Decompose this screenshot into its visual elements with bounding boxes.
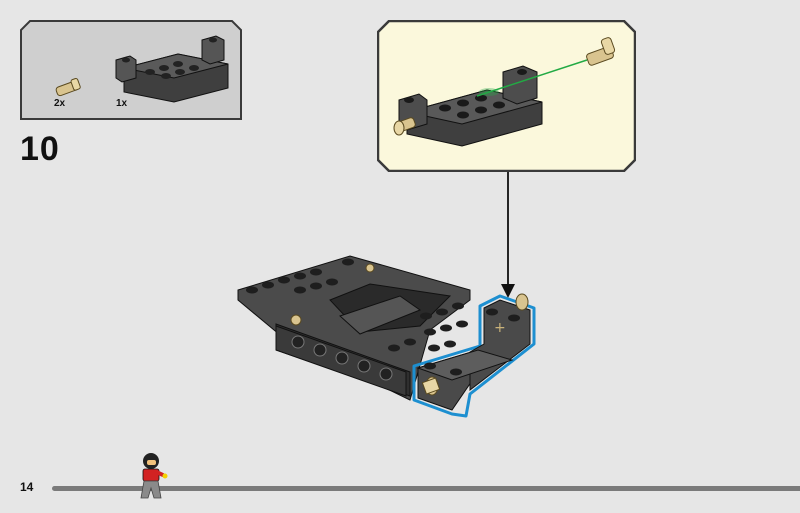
- bracket-brick-quantity: 1x: [116, 98, 128, 109]
- callout-panel: [377, 20, 636, 172]
- bracket-brick-part-icon: [115, 35, 229, 103]
- axle-pin-quantity: 2x: [54, 98, 66, 109]
- callout-bracket-brick: [398, 65, 543, 147]
- svg-text:+: +: [494, 320, 506, 336]
- callout-pin-right: [586, 37, 616, 66]
- axle-pin-part-icon: [55, 77, 81, 97]
- down-arrow-icon: [501, 172, 515, 298]
- callout-pin-left: [393, 117, 416, 136]
- callout-green-guide-line: [476, 59, 588, 97]
- car-chassis-assembly: [237, 255, 471, 401]
- page-number: 14: [20, 480, 34, 494]
- step-number: 10: [20, 130, 60, 168]
- progress-bar: [52, 486, 800, 491]
- minifigure-mascot-icon: [140, 453, 168, 499]
- parts-list-panel: [20, 20, 242, 120]
- highlighted-bracket-brick: +: [412, 293, 536, 418]
